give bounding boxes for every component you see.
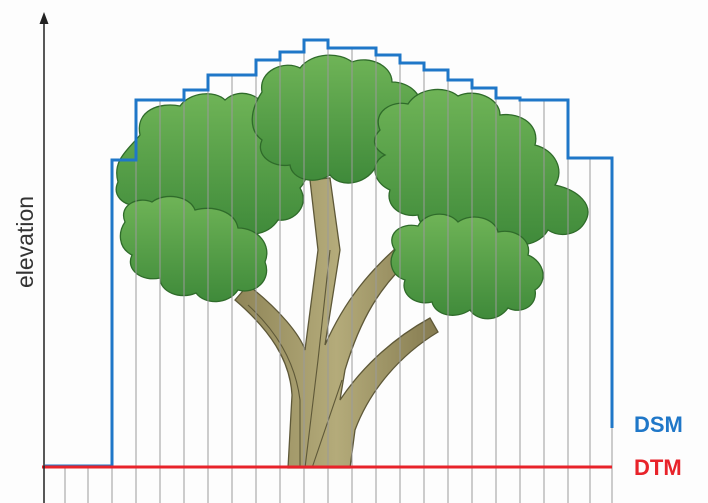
legend-dsm-label: DSM: [634, 412, 683, 437]
y-axis: [40, 12, 49, 503]
legend-dtm-label: DTM: [634, 455, 682, 480]
y-axis-label: elevation: [12, 196, 38, 288]
y-axis-arrow-icon: [40, 12, 49, 24]
